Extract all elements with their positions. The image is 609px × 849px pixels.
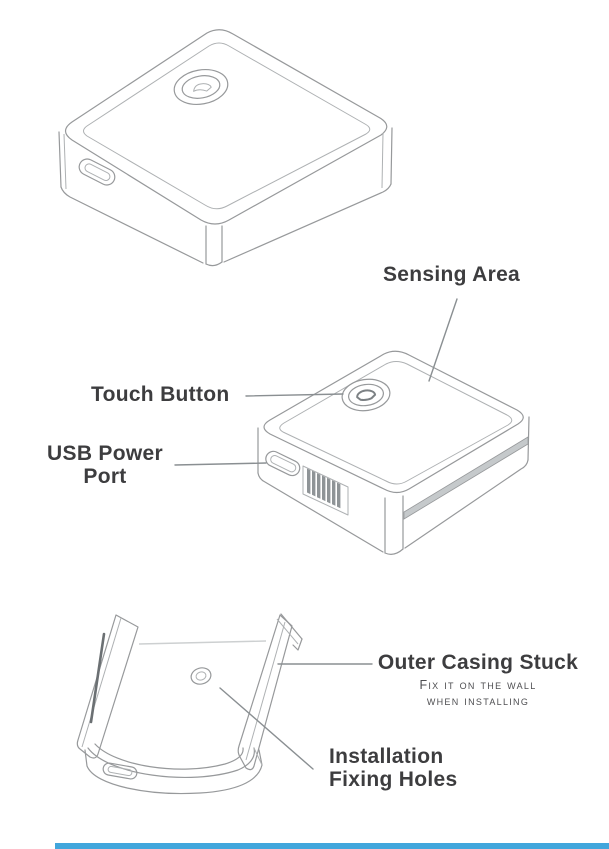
usb-port-drawing-2: [265, 450, 301, 477]
touch-button-drawing: [173, 69, 229, 105]
usb-cutout-drawing: [102, 762, 138, 780]
leader-line-sensing-area: [428, 298, 458, 382]
touch-button-drawing-2: [341, 378, 391, 412]
outer-casing-label-block: Outer Casing Stuck Fix it on the wall wh…: [372, 651, 584, 709]
fixing-holes-label-line1: Installation: [329, 745, 444, 768]
rail-slot: [89, 632, 106, 724]
leader-line-fixing-holes: [219, 687, 314, 770]
device-front-view-illustration: [257, 350, 530, 555]
casing-seam-groove: [403, 436, 529, 520]
fixing-hole-drawing: [190, 667, 212, 685]
outer-casing-note-line1: Fix it on the wall: [419, 678, 537, 692]
bottom-edge-bar: [55, 843, 609, 849]
sensing-area-label: Sensing Area: [383, 263, 521, 286]
outer-casing-illustration: [76, 613, 303, 795]
fixing-holes-label: Installation Fixing Holes: [329, 745, 457, 791]
back-panel-edge: [138, 640, 267, 645]
fixing-holes-label-line2: Fixing Holes: [329, 768, 458, 791]
vent-grille-drawing: [302, 465, 349, 516]
outer-casing-note-line2: when installing: [426, 694, 530, 708]
usb-power-port-label-line1: USB Power: [47, 442, 163, 465]
outer-casing-title: Outer Casing Stuck: [377, 651, 579, 674]
leader-line-usb-port: [174, 462, 267, 466]
usb-port-drawing: [78, 158, 116, 186]
usb-power-port-label: USB Power Port: [40, 442, 170, 488]
usb-power-port-label-line2: Port: [83, 465, 127, 488]
touch-button-label: Touch Button: [91, 383, 230, 406]
device-top-view-illustration: [58, 29, 393, 267]
leader-line-touch-button: [245, 393, 344, 397]
